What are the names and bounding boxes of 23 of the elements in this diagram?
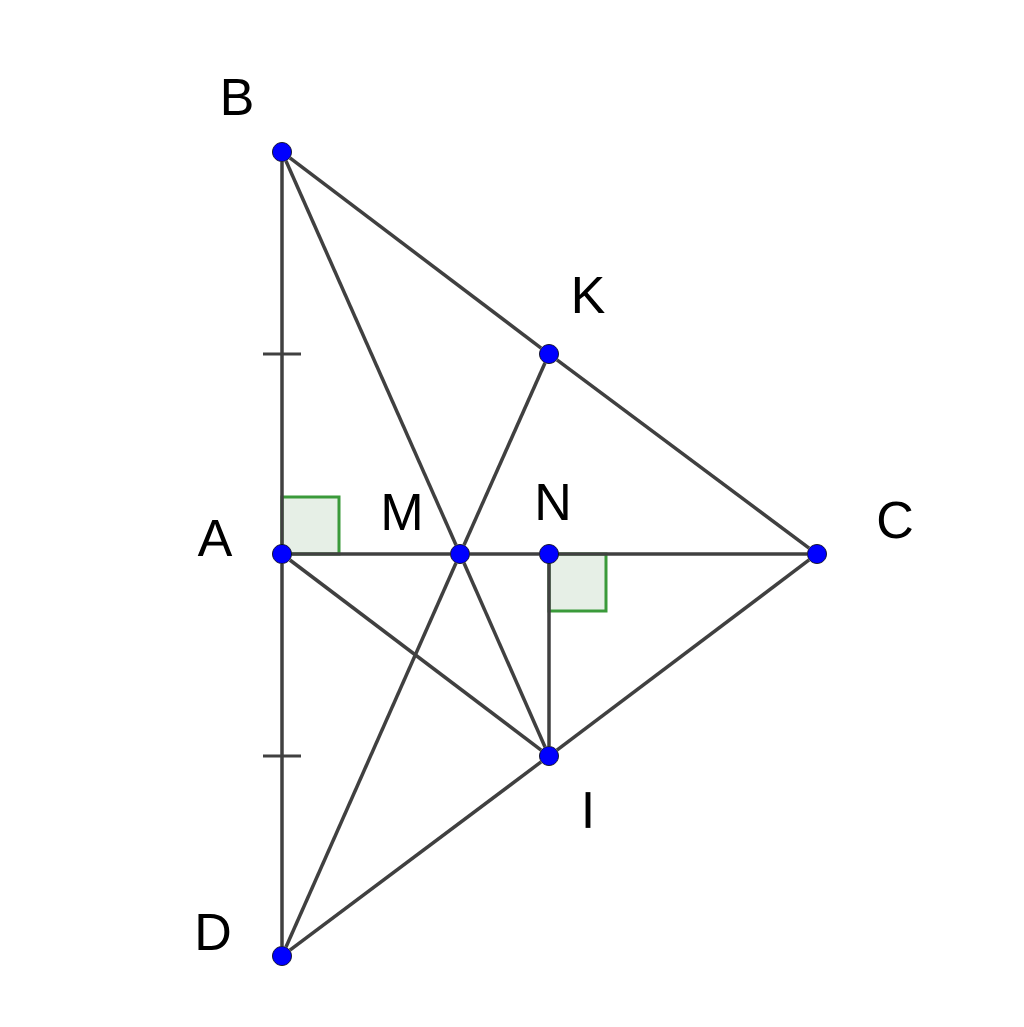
line-segment [462, 562, 547, 748]
point-label: B [223, 79, 252, 115]
line-segment [284, 562, 458, 948]
line-segment [547, 563, 551, 747]
line-segment [555, 558, 811, 752]
line-segment [280, 563, 284, 947]
line-segment [462, 362, 547, 546]
line-segment [288, 156, 543, 350]
line-segment [291, 552, 451, 556]
point-label: M [384, 494, 420, 530]
line-segment [555, 358, 811, 550]
line-segment [288, 760, 543, 952]
line-segment [284, 160, 458, 546]
point-label: I [585, 792, 591, 828]
point-label: N [538, 484, 568, 520]
line-segment [469, 552, 540, 556]
line-segment [558, 552, 808, 556]
point-label: K [574, 277, 605, 313]
point-label: A [197, 520, 233, 556]
line-segment [280, 161, 284, 545]
point-label: C [878, 501, 912, 539]
line-segment [288, 558, 543, 752]
point-label: D [198, 914, 230, 950]
